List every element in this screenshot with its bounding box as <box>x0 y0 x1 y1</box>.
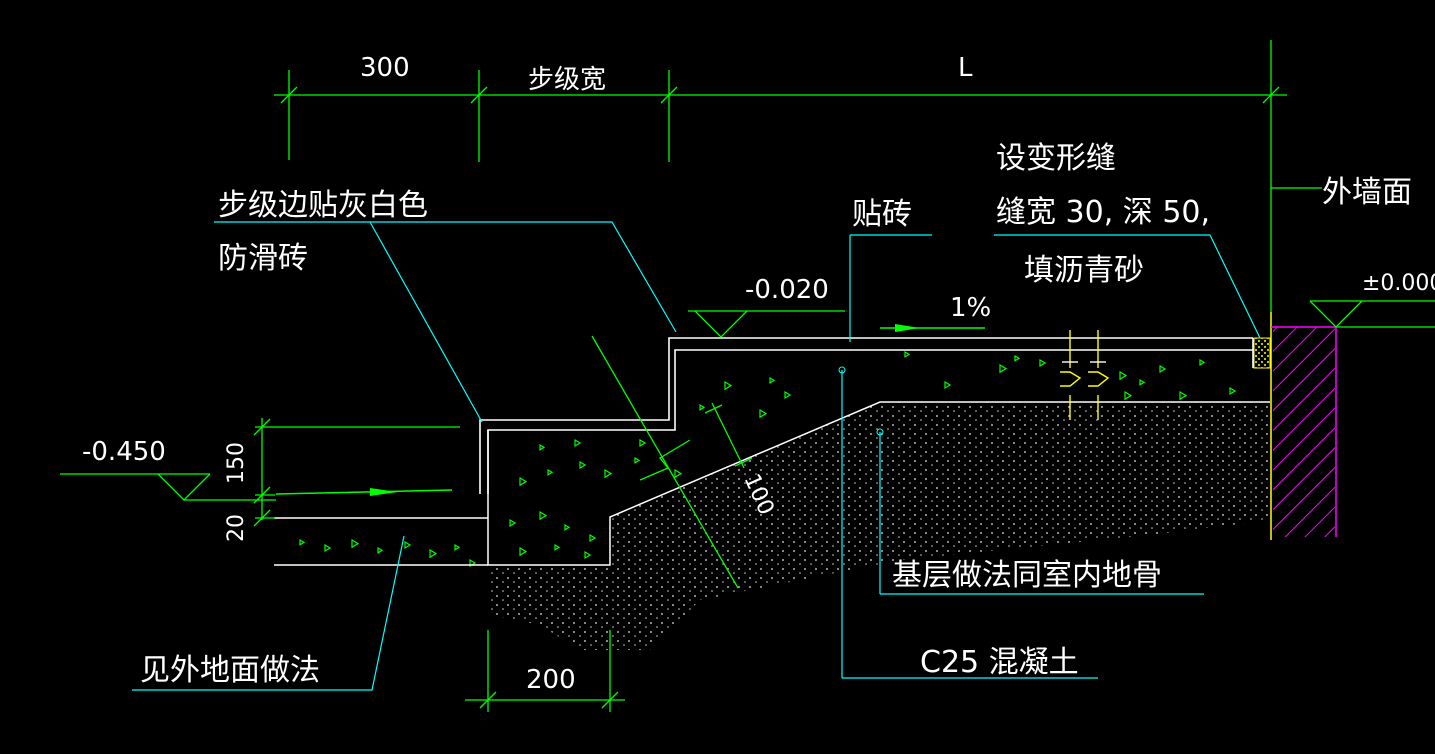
aggregate-mark <box>639 438 647 448</box>
aggregate-mark <box>944 380 952 390</box>
aggregate-mark <box>351 538 360 549</box>
dim-300-text: 300 <box>360 53 410 83</box>
step-edge-label-2: 防滑砖 <box>218 241 308 276</box>
aggregate-mark <box>784 390 792 400</box>
aggregate-mark <box>547 468 554 476</box>
aggregate-mark <box>674 468 683 479</box>
aggregate-mark <box>1139 378 1146 386</box>
dim-step-width-text: 步级宽 <box>528 65 606 95</box>
aggregate-mark <box>574 438 582 448</box>
elevation-marker-mid <box>688 310 845 338</box>
vertical-dims <box>253 418 460 527</box>
aggregate-mark <box>377 546 384 554</box>
aggregate-mark <box>1179 390 1188 401</box>
aggregate-mark <box>299 538 306 546</box>
aggregate-mark <box>1124 390 1133 401</box>
top-dimension-chain <box>274 40 1287 312</box>
exterior-wall-label: 外墙面 <box>1322 175 1412 210</box>
aggregate-mark <box>724 380 733 391</box>
aggregate-mark <box>564 523 571 531</box>
dim-150-text: 150 <box>224 442 249 484</box>
aggregate-mark <box>429 548 438 559</box>
joint-label-3: 填沥青砂 <box>1024 253 1144 288</box>
aggregate-mark <box>634 456 641 464</box>
elevation-low-text: -0.450 <box>82 437 166 467</box>
aggregate-mark <box>1014 354 1021 362</box>
concrete-aggregate <box>299 350 1237 568</box>
soil-base <box>488 402 1270 650</box>
elevation-mid-text: -0.020 <box>745 275 829 305</box>
aggregate-mark <box>604 468 613 479</box>
aggregate-mark <box>519 476 528 487</box>
aggregate-mark <box>579 460 587 470</box>
aggregate-mark <box>554 543 561 551</box>
concrete-slab <box>487 350 1270 566</box>
aggregate-mark <box>454 543 461 551</box>
elevation-marker-zero <box>1309 300 1435 328</box>
dim-200-text: 200 <box>526 665 576 695</box>
base-layer-label: 基层做法同室内地骨 <box>892 558 1162 593</box>
dim-20-text: 20 <box>224 514 249 542</box>
aggregate-mark <box>589 533 597 543</box>
aggregate-mark <box>324 543 332 553</box>
aggregate-mark <box>699 403 706 411</box>
aggregate-mark <box>769 376 776 384</box>
aggregate-mark <box>584 550 592 560</box>
aggregate-mark <box>999 363 1008 374</box>
finish-layers <box>479 337 1254 494</box>
tile-label: 贴砖 <box>852 197 912 232</box>
leader-lines <box>132 221 1261 691</box>
joint-label-2: 缝宽 30, 深 50, <box>996 195 1210 230</box>
joint-filler <box>1253 337 1271 369</box>
step-edge-label-1: 步级边贴灰白色 <box>218 188 428 223</box>
slope-arrow <box>880 324 985 332</box>
dim-length-text: L <box>958 53 973 83</box>
aggregate-mark <box>519 546 528 557</box>
leader-dot-concrete <box>838 366 846 374</box>
low-slope-arrow <box>275 488 453 496</box>
aggregate-mark <box>1159 364 1167 374</box>
aggregate-mark <box>404 540 412 550</box>
leader-dot-base <box>876 428 884 436</box>
aggregate-mark <box>509 518 517 528</box>
elevation-marker-low <box>60 473 276 501</box>
aggregate-mark <box>1229 386 1237 396</box>
elevation-zero-text: ±0.000 <box>1362 271 1435 296</box>
exterior-wall <box>1270 312 1337 540</box>
bottom-dim <box>465 630 625 712</box>
slab-thickness-dim <box>591 335 753 589</box>
aggregate-mark <box>904 350 911 358</box>
outdoor-ground-label: 见外地面做法 <box>140 653 320 688</box>
joint-label-1: 设变形缝 <box>996 141 1116 176</box>
aggregate-mark <box>1039 358 1047 368</box>
aggregate-mark <box>759 408 768 419</box>
outdoor-ground <box>274 517 488 566</box>
aggregate-mark <box>539 510 548 521</box>
concrete-label: C25 混凝土 <box>920 645 1079 680</box>
aggregate-mark <box>1119 370 1128 381</box>
aggregate-mark <box>539 443 546 451</box>
expansion-joint <box>1060 330 1110 420</box>
slope-text: 1% <box>950 293 991 323</box>
aggregate-mark <box>1199 358 1206 366</box>
